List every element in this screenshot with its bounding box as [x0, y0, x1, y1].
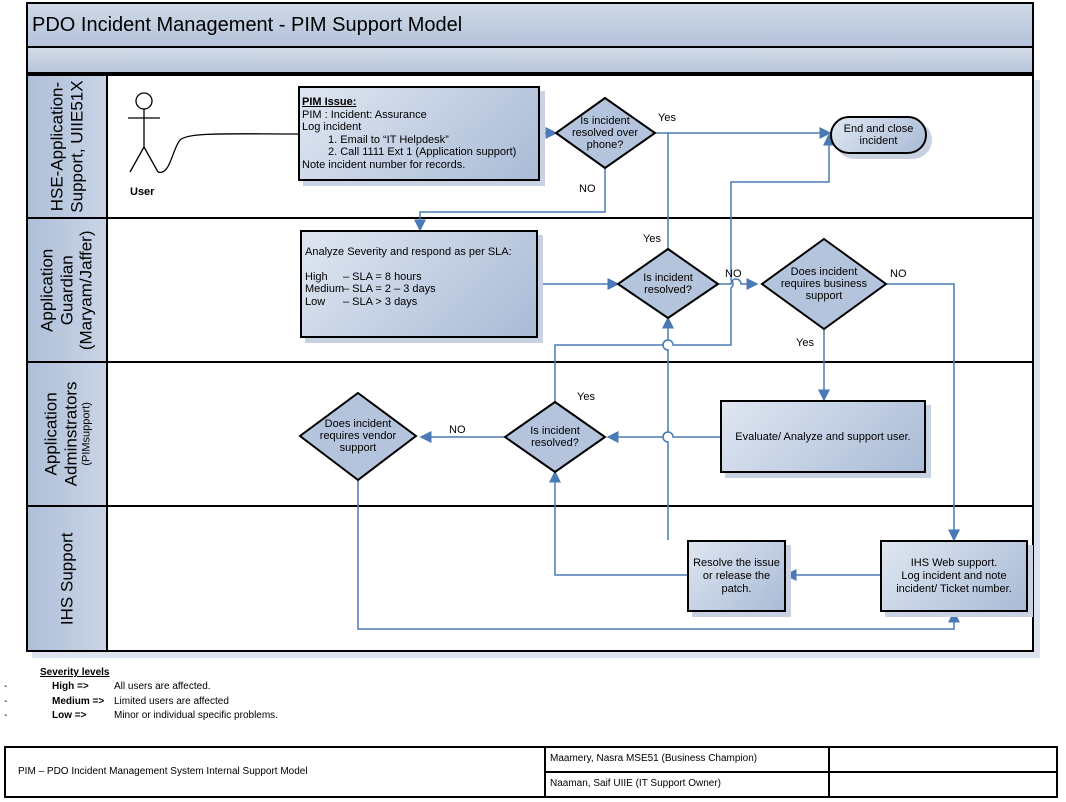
footer-business-champion: Maamery, Nasra MSE51 (Business Champion) — [550, 753, 758, 764]
header-sub-bar — [26, 48, 1034, 74]
decision-requires-vendor — [298, 391, 418, 482]
process-analyze-severity: Analyze Severity and respond as per SLA:… — [300, 230, 538, 338]
user-actor-icon — [128, 92, 301, 173]
process-pim-issue: PIM Issue: PIM : Incident: Assurance Log… — [298, 86, 540, 181]
edge-label-yes: Yes — [643, 233, 661, 245]
edge-label-no: NO — [449, 424, 466, 436]
lane-divider — [26, 217, 1034, 219]
decision-requires-business — [760, 237, 888, 331]
lane-label-ihs: IHS Support — [26, 505, 108, 652]
edge-label-no: NO — [725, 268, 742, 280]
edge-guardian-no-to-business — [718, 278, 759, 290]
footer-system-name: PIM – PDO Incident Management System Int… — [18, 766, 308, 777]
edge-resolve-to-admin-decision — [549, 470, 687, 576]
edge-label-yes: Yes — [577, 391, 595, 403]
edge-business-no-to-ihs — [886, 283, 960, 542]
legend-item: -High =>All users are affected. — [4, 681, 211, 692]
lane-divider — [26, 505, 1034, 507]
edge-resolve-to-guardian-decision — [662, 316, 674, 540]
edge-label-no: NO — [579, 183, 596, 195]
lane-divider — [26, 361, 1034, 363]
actor-label: User — [130, 186, 155, 198]
edge-vendor-to-ihs — [357, 480, 960, 630]
edge-label-yes: Yes — [796, 337, 814, 349]
edge-label-yes: Yes — [658, 112, 676, 124]
decision-resolved-over-phone — [554, 96, 657, 170]
legend-item: -Low =>Minor or individual specific prob… — [4, 710, 278, 721]
edge-phone-no-to-analyze — [414, 168, 606, 232]
decision-resolved-admin — [503, 400, 607, 474]
footer-table: PIM – PDO Incident Management System Int… — [4, 746, 1058, 798]
lane-label-hse: HSE-Application-Support, UIIE51X — [26, 74, 108, 219]
legend-list: -High =>All users are affected. -Medium … — [4, 680, 278, 724]
legend-title: Severity levels — [40, 667, 110, 678]
page-title: PDO Incident Management - PIM Support Mo… — [26, 2, 1034, 48]
edge-label-no: NO — [890, 268, 907, 280]
legend-item: -Medium =>Limited users are affected — [4, 695, 229, 707]
decision-resolved-guardian — [616, 247, 720, 320]
process-evaluate: Evaluate/ Analyze and support user. — [720, 400, 926, 473]
footer-it-support-owner: Naaman, Saif UIIE (IT Support Owner) — [550, 778, 721, 789]
